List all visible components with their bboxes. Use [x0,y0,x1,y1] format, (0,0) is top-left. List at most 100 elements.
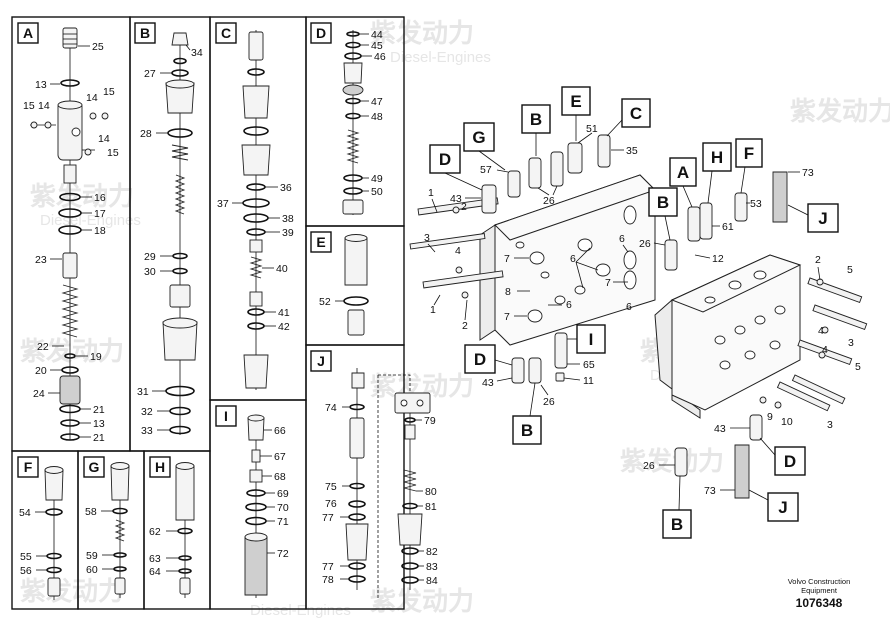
svg-text:39: 39 [282,227,294,239]
svg-text:4: 4 [818,325,824,337]
svg-text:28: 28 [140,128,152,140]
svg-text:B: B [521,421,533,440]
watermark-text: Diesel-Engines [390,49,491,66]
svg-text:10: 10 [781,416,793,428]
svg-text:55: 55 [20,551,32,563]
svg-text:51: 51 [586,123,598,135]
callout-d2: D [464,344,513,374]
svg-text:7: 7 [605,277,611,289]
svg-text:56: 56 [20,565,32,577]
svg-text:76: 76 [325,498,337,510]
svg-text:G: G [472,128,485,147]
svg-text:2: 2 [462,320,468,332]
panel-e-tag: E [310,231,332,253]
svg-text:31: 31 [137,386,149,398]
svg-text:D: D [474,350,486,369]
callout-boxes: G D B E C A H F B J I D B D J B [429,86,839,539]
callout-f: F [735,138,763,194]
svg-text:14: 14 [98,133,110,145]
svg-text:64: 64 [149,566,161,578]
panel-i-labels: 66 67 68 69 70 71 72 [260,425,289,560]
callout-d1: D [429,144,483,191]
footer-brand-line2: Equipment [801,586,837,595]
svg-text:H: H [155,459,165,475]
svg-text:75: 75 [325,481,337,493]
svg-text:54: 54 [19,507,31,519]
svg-text:18: 18 [94,225,106,237]
svg-text:C: C [221,25,231,41]
svg-text:15: 15 [23,100,35,112]
svg-text:1: 1 [430,304,436,316]
control-valve-left-block [409,174,656,346]
svg-text:11: 11 [583,375,594,387]
svg-text:73: 73 [704,485,716,497]
svg-text:70: 70 [277,502,289,514]
svg-text:I: I [224,408,228,424]
panel-b-labels: 34 27 28 29 30 31 32 33 [137,44,203,437]
svg-text:1: 1 [428,187,434,199]
svg-text:26: 26 [639,238,651,250]
panel-b-tag: B [134,22,156,44]
control-valve-right-block [654,254,868,419]
panel-f-tag: F [17,456,39,478]
svg-text:30: 30 [144,266,156,278]
svg-text:46: 46 [374,51,386,63]
panel-f-labels: 54 55 56 [19,507,47,577]
watermark-text: 紫发动力 [20,336,124,366]
svg-text:8: 8 [505,286,511,298]
panel-h-frame [143,450,211,610]
panel-h-parts [175,462,195,598]
svg-text:J: J [818,209,827,228]
panel-j-labels: 74 75 76 77 77 78 79 80 81 82 83 84 [322,402,438,587]
panel-d-parts [342,30,364,215]
svg-text:53: 53 [750,198,762,210]
svg-text:6: 6 [570,253,576,265]
svg-text:4: 4 [455,245,461,257]
svg-text:40: 40 [276,263,288,275]
callout-g: G [463,122,506,171]
svg-text:B: B [671,515,683,534]
svg-text:66: 66 [274,425,286,437]
svg-text:47: 47 [371,96,383,108]
svg-text:J: J [317,353,325,369]
installed-valve-cartridges [481,134,788,499]
panel-j-tag: J [310,350,332,372]
callout-c: C [606,98,651,137]
svg-text:H: H [711,148,723,167]
svg-text:20: 20 [35,365,47,377]
svg-text:12: 12 [712,253,724,265]
panel-d-tag: D [310,22,332,44]
callout-e: E [561,86,591,141]
panel-a-parts [30,27,109,441]
svg-text:36: 36 [280,182,292,194]
panel-c-tag: C [215,22,237,44]
svg-text:15: 15 [103,86,115,98]
svg-text:7: 7 [504,311,510,323]
svg-text:22: 22 [37,341,49,353]
svg-text:15: 15 [107,147,119,159]
panel-d-labels: 44 45 46 47 48 49 50 [359,29,386,198]
svg-text:83: 83 [426,561,438,573]
callout-b2: B [648,187,678,241]
svg-text:37: 37 [217,198,229,210]
watermark-text: 紫发动力 [790,96,890,126]
svg-text:73: 73 [802,167,814,179]
svg-text:5: 5 [847,264,853,276]
watermark-text: 紫发动力 [20,576,124,606]
svg-text:78: 78 [322,574,334,586]
svg-text:62: 62 [149,526,161,538]
svg-text:3: 3 [827,419,833,431]
callout-b3: B [512,382,542,445]
svg-text:5: 5 [855,361,861,373]
callout-a: A [669,157,697,208]
svg-text:44: 44 [371,29,383,41]
svg-text:C: C [630,104,642,123]
assembly-labels: 57 51 35 43 26 1 2 3 4 7 6 6 8 6 7 1 2 2… [424,123,861,497]
watermark-text: 紫发动力 [620,446,724,476]
svg-text:6: 6 [566,299,572,311]
svg-text:E: E [570,92,581,111]
svg-text:48: 48 [371,111,383,123]
svg-text:F: F [24,459,33,475]
svg-text:58: 58 [85,506,97,518]
svg-text:33: 33 [141,425,153,437]
